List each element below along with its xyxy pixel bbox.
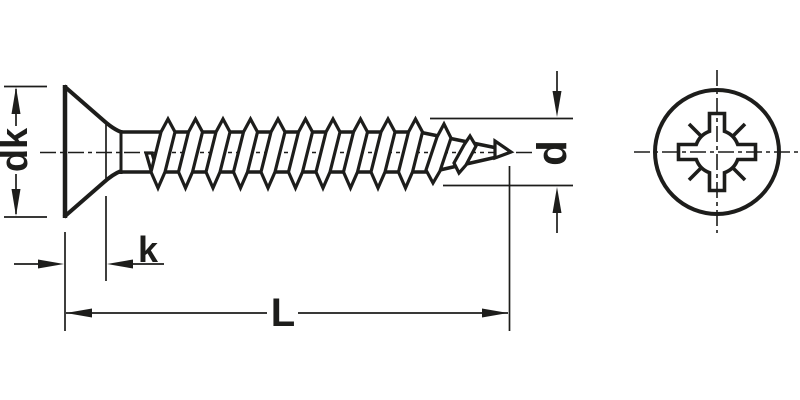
arrowhead-down xyxy=(552,91,562,117)
thread-band xyxy=(341,115,370,192)
thread-band xyxy=(259,115,287,192)
dimension-d: d xyxy=(430,71,576,233)
thread-band xyxy=(452,133,478,176)
dimension-k: k xyxy=(14,196,164,331)
label-dk: dk xyxy=(0,127,36,172)
thread-band xyxy=(176,115,205,192)
label-L: L xyxy=(271,291,295,335)
arrowhead-up xyxy=(552,187,562,213)
thread xyxy=(143,115,478,192)
screw-side-view xyxy=(62,84,515,219)
arrowhead-down xyxy=(11,189,21,216)
screw-head-outline xyxy=(62,84,123,219)
screw-tip xyxy=(493,137,515,161)
thread-band xyxy=(424,120,453,187)
arrowhead-right xyxy=(38,259,64,269)
thread-band xyxy=(149,115,177,192)
dimension-L: L xyxy=(66,166,511,335)
arrowhead-left xyxy=(107,259,133,269)
head-circle xyxy=(653,88,781,216)
thread-band xyxy=(286,115,315,192)
thread-band xyxy=(369,115,397,192)
arrowhead-left xyxy=(66,308,92,318)
arrowhead-up xyxy=(11,87,21,114)
dimension-dk: dk xyxy=(0,85,47,218)
thread-band xyxy=(231,115,260,192)
thread-band xyxy=(314,115,342,192)
label-k: k xyxy=(138,229,159,270)
label-d: d xyxy=(529,140,576,166)
pozidriv-diagonal-ticks xyxy=(687,122,747,182)
thread-band xyxy=(204,115,232,192)
arrowhead-right xyxy=(482,308,508,318)
screw-front-view xyxy=(634,70,798,233)
tip-taper-top xyxy=(418,130,498,150)
thread-band xyxy=(396,115,425,192)
pozidriv-recess xyxy=(676,111,758,193)
